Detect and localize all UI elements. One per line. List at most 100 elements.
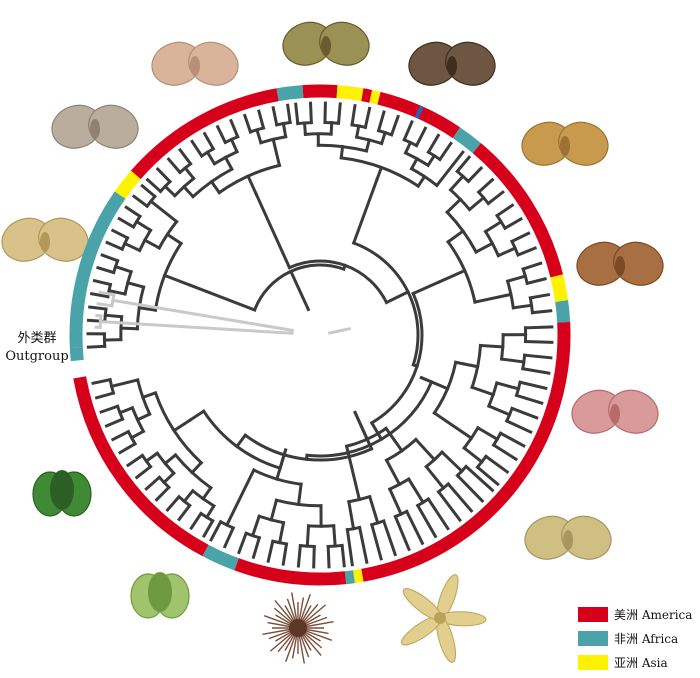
tree-branch xyxy=(144,451,160,464)
outgroup-branch xyxy=(111,298,295,333)
tree-branch xyxy=(448,174,466,193)
tree-branch xyxy=(426,153,437,168)
tree-branch xyxy=(88,305,108,311)
legend-item-america: 美洲 America xyxy=(578,604,700,624)
tree-branch xyxy=(183,165,196,181)
tree-branch xyxy=(312,544,316,569)
tree-branch xyxy=(504,419,533,435)
tree-branch xyxy=(509,231,531,244)
tree-branch xyxy=(205,150,217,166)
tree-branch xyxy=(381,519,398,557)
ring-segment-mark xyxy=(414,105,424,119)
tree-branch xyxy=(387,487,404,517)
tree-branch xyxy=(99,404,120,414)
tree-branch xyxy=(162,273,192,287)
tree-branch xyxy=(165,494,182,513)
legend-item-africa: 非洲 Africa xyxy=(578,628,700,648)
samara-fruit-icon xyxy=(1,217,89,262)
tree-branch xyxy=(302,121,307,136)
tree-branch xyxy=(250,514,262,538)
tree-branch xyxy=(163,452,178,466)
tree-branch xyxy=(229,137,239,154)
tree-branch xyxy=(224,468,256,528)
tree-branch xyxy=(277,520,286,545)
tree-branch xyxy=(166,157,183,175)
tree-branch xyxy=(384,289,411,305)
tree-branch xyxy=(439,450,464,474)
tree-branch xyxy=(246,174,259,196)
tree-branch xyxy=(530,309,553,315)
tree-branch xyxy=(453,360,480,369)
tree-branch xyxy=(483,454,510,475)
capsule-fruit-icon xyxy=(130,572,190,619)
tree-branch xyxy=(446,228,466,244)
tree-branch xyxy=(209,179,222,195)
tree-branch xyxy=(384,458,402,487)
tree-branch xyxy=(344,444,362,502)
outgroup-label: 外类群 Outgroup xyxy=(2,330,72,366)
tree-branch xyxy=(137,306,158,312)
tree-branch xyxy=(369,522,383,561)
tree-branch xyxy=(446,481,474,513)
tree-branch xyxy=(257,109,266,130)
tree-branch xyxy=(502,216,523,231)
tree-branch xyxy=(140,183,157,199)
tree-branch xyxy=(201,518,215,538)
samara-fruit-icon xyxy=(571,389,659,434)
tree-branch xyxy=(403,140,413,155)
tree-branch xyxy=(86,344,107,349)
tree-branch xyxy=(255,128,263,145)
tree-branch xyxy=(271,105,279,127)
tree-branch xyxy=(393,514,411,552)
tree-branch xyxy=(172,417,193,433)
tree-branch xyxy=(113,264,133,274)
fruit-images xyxy=(1,21,664,664)
tree-branch xyxy=(494,203,515,218)
tree-branch xyxy=(222,525,236,549)
ring-segment-africa xyxy=(202,544,239,571)
tree-branch xyxy=(383,426,404,453)
tree-branch xyxy=(367,494,380,525)
outgroup-branch xyxy=(96,302,114,308)
star-fruit-icon xyxy=(400,574,487,663)
tree-branch xyxy=(478,343,505,349)
tree-branch xyxy=(511,303,534,310)
tree-branch xyxy=(389,114,400,137)
ring-segment-america xyxy=(234,558,347,586)
samara-fruit-icon xyxy=(408,41,496,86)
tree-branch xyxy=(254,191,292,270)
tree-branch xyxy=(165,232,184,246)
tree-branch xyxy=(281,542,289,566)
tree-branch xyxy=(204,503,216,520)
tree-branch xyxy=(426,133,441,155)
tree-branch xyxy=(514,393,544,406)
ring-segment-asia xyxy=(114,170,141,199)
tree-branch xyxy=(336,102,342,125)
samara-fruit-icon xyxy=(576,241,664,286)
tree-branch xyxy=(122,241,142,253)
tree-branch xyxy=(455,473,485,503)
tree-branch xyxy=(189,460,204,475)
tree-branch xyxy=(434,150,465,188)
tree-branch xyxy=(347,499,356,531)
tree-branch xyxy=(436,268,467,285)
tree-branch xyxy=(475,465,500,487)
tree-branch xyxy=(363,106,372,130)
phylogenetic-tree xyxy=(86,101,554,569)
tree-branch xyxy=(467,195,486,212)
tree-branch xyxy=(109,378,140,389)
tree-branch xyxy=(432,410,474,441)
tree-branch xyxy=(522,353,553,360)
tree-branch xyxy=(351,178,379,245)
tree-branch xyxy=(135,412,152,422)
tree-branch xyxy=(92,278,113,287)
ring-segment-america xyxy=(302,84,338,99)
tree-branch xyxy=(161,471,176,485)
tree-branch xyxy=(286,103,292,125)
tree-branch xyxy=(364,138,372,153)
tree-branch xyxy=(237,531,249,555)
tree-branch xyxy=(404,509,425,546)
tree-branch xyxy=(473,292,513,304)
tree-branch xyxy=(296,482,303,507)
